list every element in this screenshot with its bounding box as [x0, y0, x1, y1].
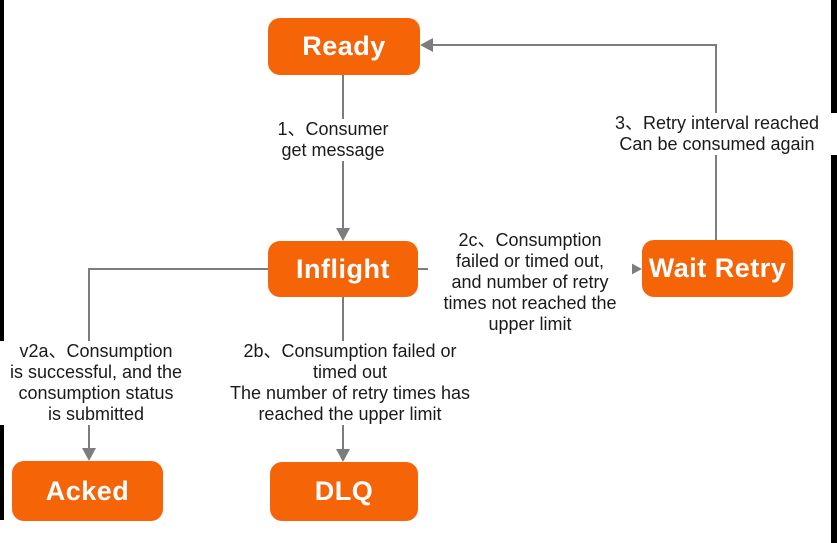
edge-label-consumption-successful: v2a、Consumption is successful, and the c…: [0, 341, 192, 425]
line-inflight-to-acked-horizontal: [88, 268, 268, 270]
edge-label-consumer-get-message: 1、Consumer get message: [248, 119, 418, 161]
arrowhead-into-inflight-icon: [336, 228, 350, 241]
state-node-inflight: Inflight: [268, 241, 418, 297]
state-node-ready: Ready: [268, 18, 420, 75]
arrowhead-into-ready-icon: [420, 38, 433, 52]
line-wait-retry-to-ready-horizontal: [432, 44, 717, 46]
arrowhead-into-acked-icon: [82, 448, 96, 461]
state-node-wait-retry: Wait Retry: [642, 240, 793, 297]
arrowhead-into-wait-retry-icon: [629, 262, 642, 276]
screenshot-right-border: [831, 0, 837, 543]
arrowhead-into-dlq-icon: [336, 449, 350, 462]
edge-label-retry-not-reached: 2c、Consumption failed or timed out, and …: [428, 230, 632, 335]
screenshot-left-border: [0, 0, 4, 520]
state-node-acked: Acked: [12, 461, 163, 521]
state-node-dlq: DLQ: [270, 462, 418, 521]
edge-label-retry-interval-reached: 3、Retry interval reached Can be consumed…: [597, 113, 837, 155]
edge-label-retry-limit-reached: 2b、Consumption failed or timed out The n…: [220, 341, 480, 425]
